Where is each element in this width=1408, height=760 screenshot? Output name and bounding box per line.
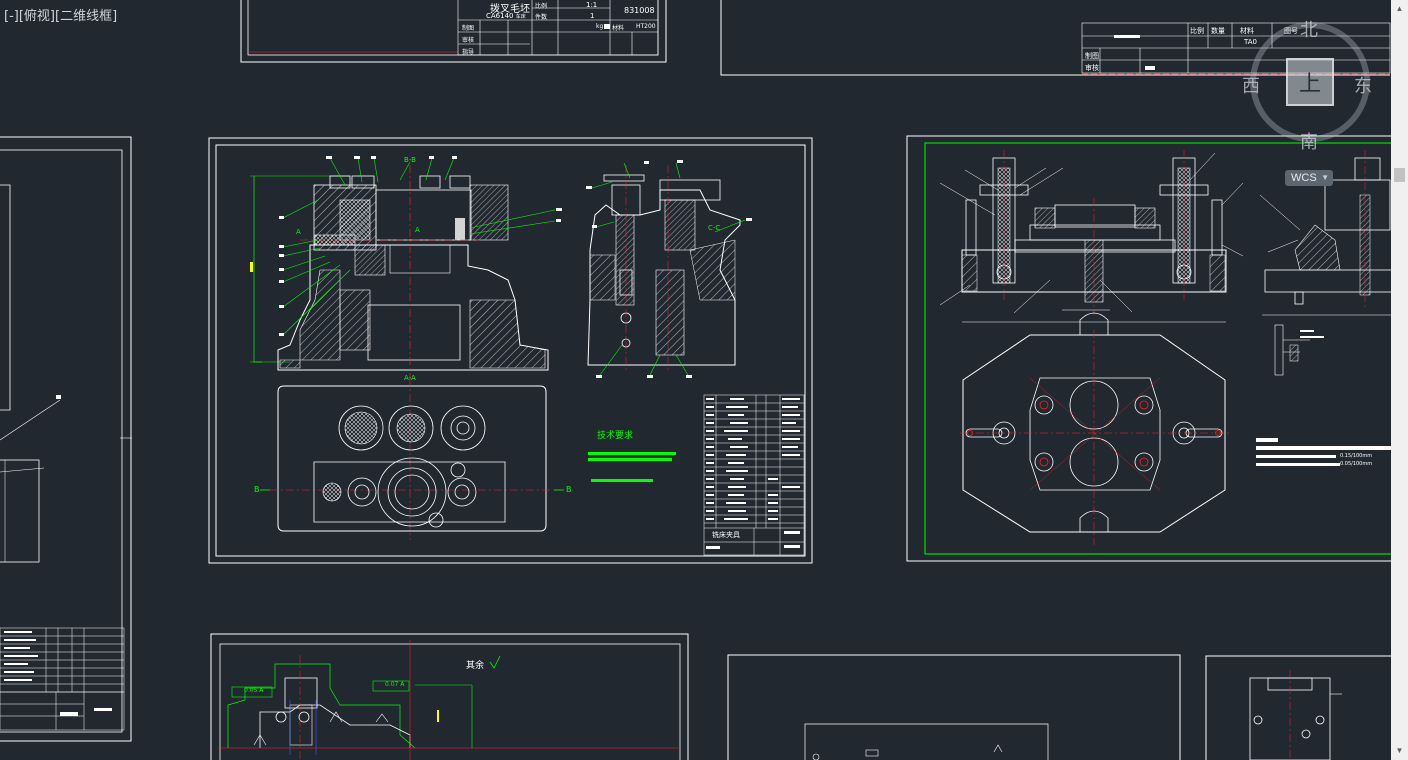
row-draw-label: 制图 (462, 25, 475, 32)
sheet-top-titleblock (240, 0, 667, 63)
side-view-bb (586, 160, 752, 378)
viewport-label[interactable]: [-][俯视][二维线框] (4, 5, 117, 24)
compass-west[interactable]: 西 (1242, 76, 1260, 97)
main-front-view (250, 156, 562, 380)
mark-b-right: B (566, 485, 572, 494)
material-label: 材料 (612, 25, 625, 32)
mark-a-right: A (415, 226, 420, 234)
parts-list-text (706, 398, 800, 549)
row-check-label: 审核 (462, 37, 475, 44)
tech-req-heading: 技术要求 (597, 431, 634, 441)
compass-north[interactable]: 北 (1300, 20, 1318, 41)
sheet-bottom-mid (727, 654, 1181, 760)
drawing-no: 831008 (624, 6, 655, 15)
compass-ring[interactable] (1250, 22, 1370, 142)
material-value: HT200 (636, 23, 656, 30)
right-side-view (1259, 150, 1396, 376)
vertical-scrollbar[interactable]: ▲ ▼ (1391, 0, 1408, 760)
parts-list (703, 394, 805, 556)
qty-label: 件数 (535, 14, 548, 21)
viewcube[interactable]: 上 北 南 东 西 (1242, 20, 1372, 153)
viewport-controls-menu[interactable]: [-] (4, 9, 19, 24)
tech-req-lines (588, 452, 676, 482)
visual-style-menu[interactable]: [二维线框] (55, 9, 118, 24)
tr-material-label: 材料 (1240, 27, 1254, 35)
tr-material-value: TA0 (1244, 38, 1257, 46)
compass-south[interactable]: 南 (1300, 132, 1318, 153)
sheet-main-fixture (208, 137, 813, 564)
scroll-thumb[interactable] (1394, 168, 1405, 182)
model-no-text: CA6140 车床 (486, 12, 526, 20)
section-b-label: B-B (404, 156, 416, 164)
compass-east[interactable]: 东 (1354, 76, 1372, 97)
tr-qty-label: 数量 (1211, 27, 1225, 35)
tr-row-check: 审核 (1085, 64, 1099, 72)
tr-scale-label: 比例 (1190, 27, 1204, 35)
right-note-2: 0.05/100mm (1340, 461, 1373, 467)
viewcube-top-face[interactable]: 上 (1286, 58, 1334, 106)
mark-a-left: A (296, 228, 301, 236)
right-front-view (939, 150, 1244, 323)
plan-view (260, 378, 564, 540)
sheet-left (0, 136, 132, 742)
tr-row-draw: 制图 (1085, 52, 1099, 60)
tolerance-frame-1: 0.05 A (244, 687, 264, 694)
part-name-text: 拨叉毛坯 (490, 4, 530, 15)
title-block-name: 铣床夹具 (712, 531, 740, 539)
wcs-label: WCS (1291, 172, 1317, 184)
sheet-top-right (720, 0, 1391, 76)
tolerance-frame-2: 0.07 A (385, 681, 405, 688)
sheet-right (906, 135, 1398, 562)
scroll-down-arrow-icon[interactable]: ▼ (1395, 746, 1404, 755)
right-plan-view (960, 312, 1230, 545)
view-direction-menu[interactable]: [俯视] (18, 9, 55, 24)
right-notes (1256, 438, 1392, 466)
mark-b-left: B (254, 485, 260, 494)
wcs-menu-button[interactable]: WCS ▼ (1285, 170, 1333, 186)
scale-label: 比例 (535, 3, 548, 10)
chevron-down-icon: ▼ (1321, 173, 1329, 182)
roughness-note: 其余 (466, 661, 485, 671)
weight-unit: kg (596, 23, 604, 30)
sheet-bottom-right (1205, 655, 1397, 760)
section-a-label: A-A (404, 374, 416, 382)
row-design-label: 指导 (462, 49, 475, 56)
scroll-up-arrow-icon[interactable]: ▲ (1395, 4, 1404, 13)
scale-value: 1:1 (586, 1, 598, 9)
section-c-label: C-C (708, 224, 721, 232)
sheet-bottom-left (210, 633, 689, 760)
right-note-1: 0.15/100mm (1340, 453, 1373, 459)
qty-value: 1 (590, 12, 595, 20)
